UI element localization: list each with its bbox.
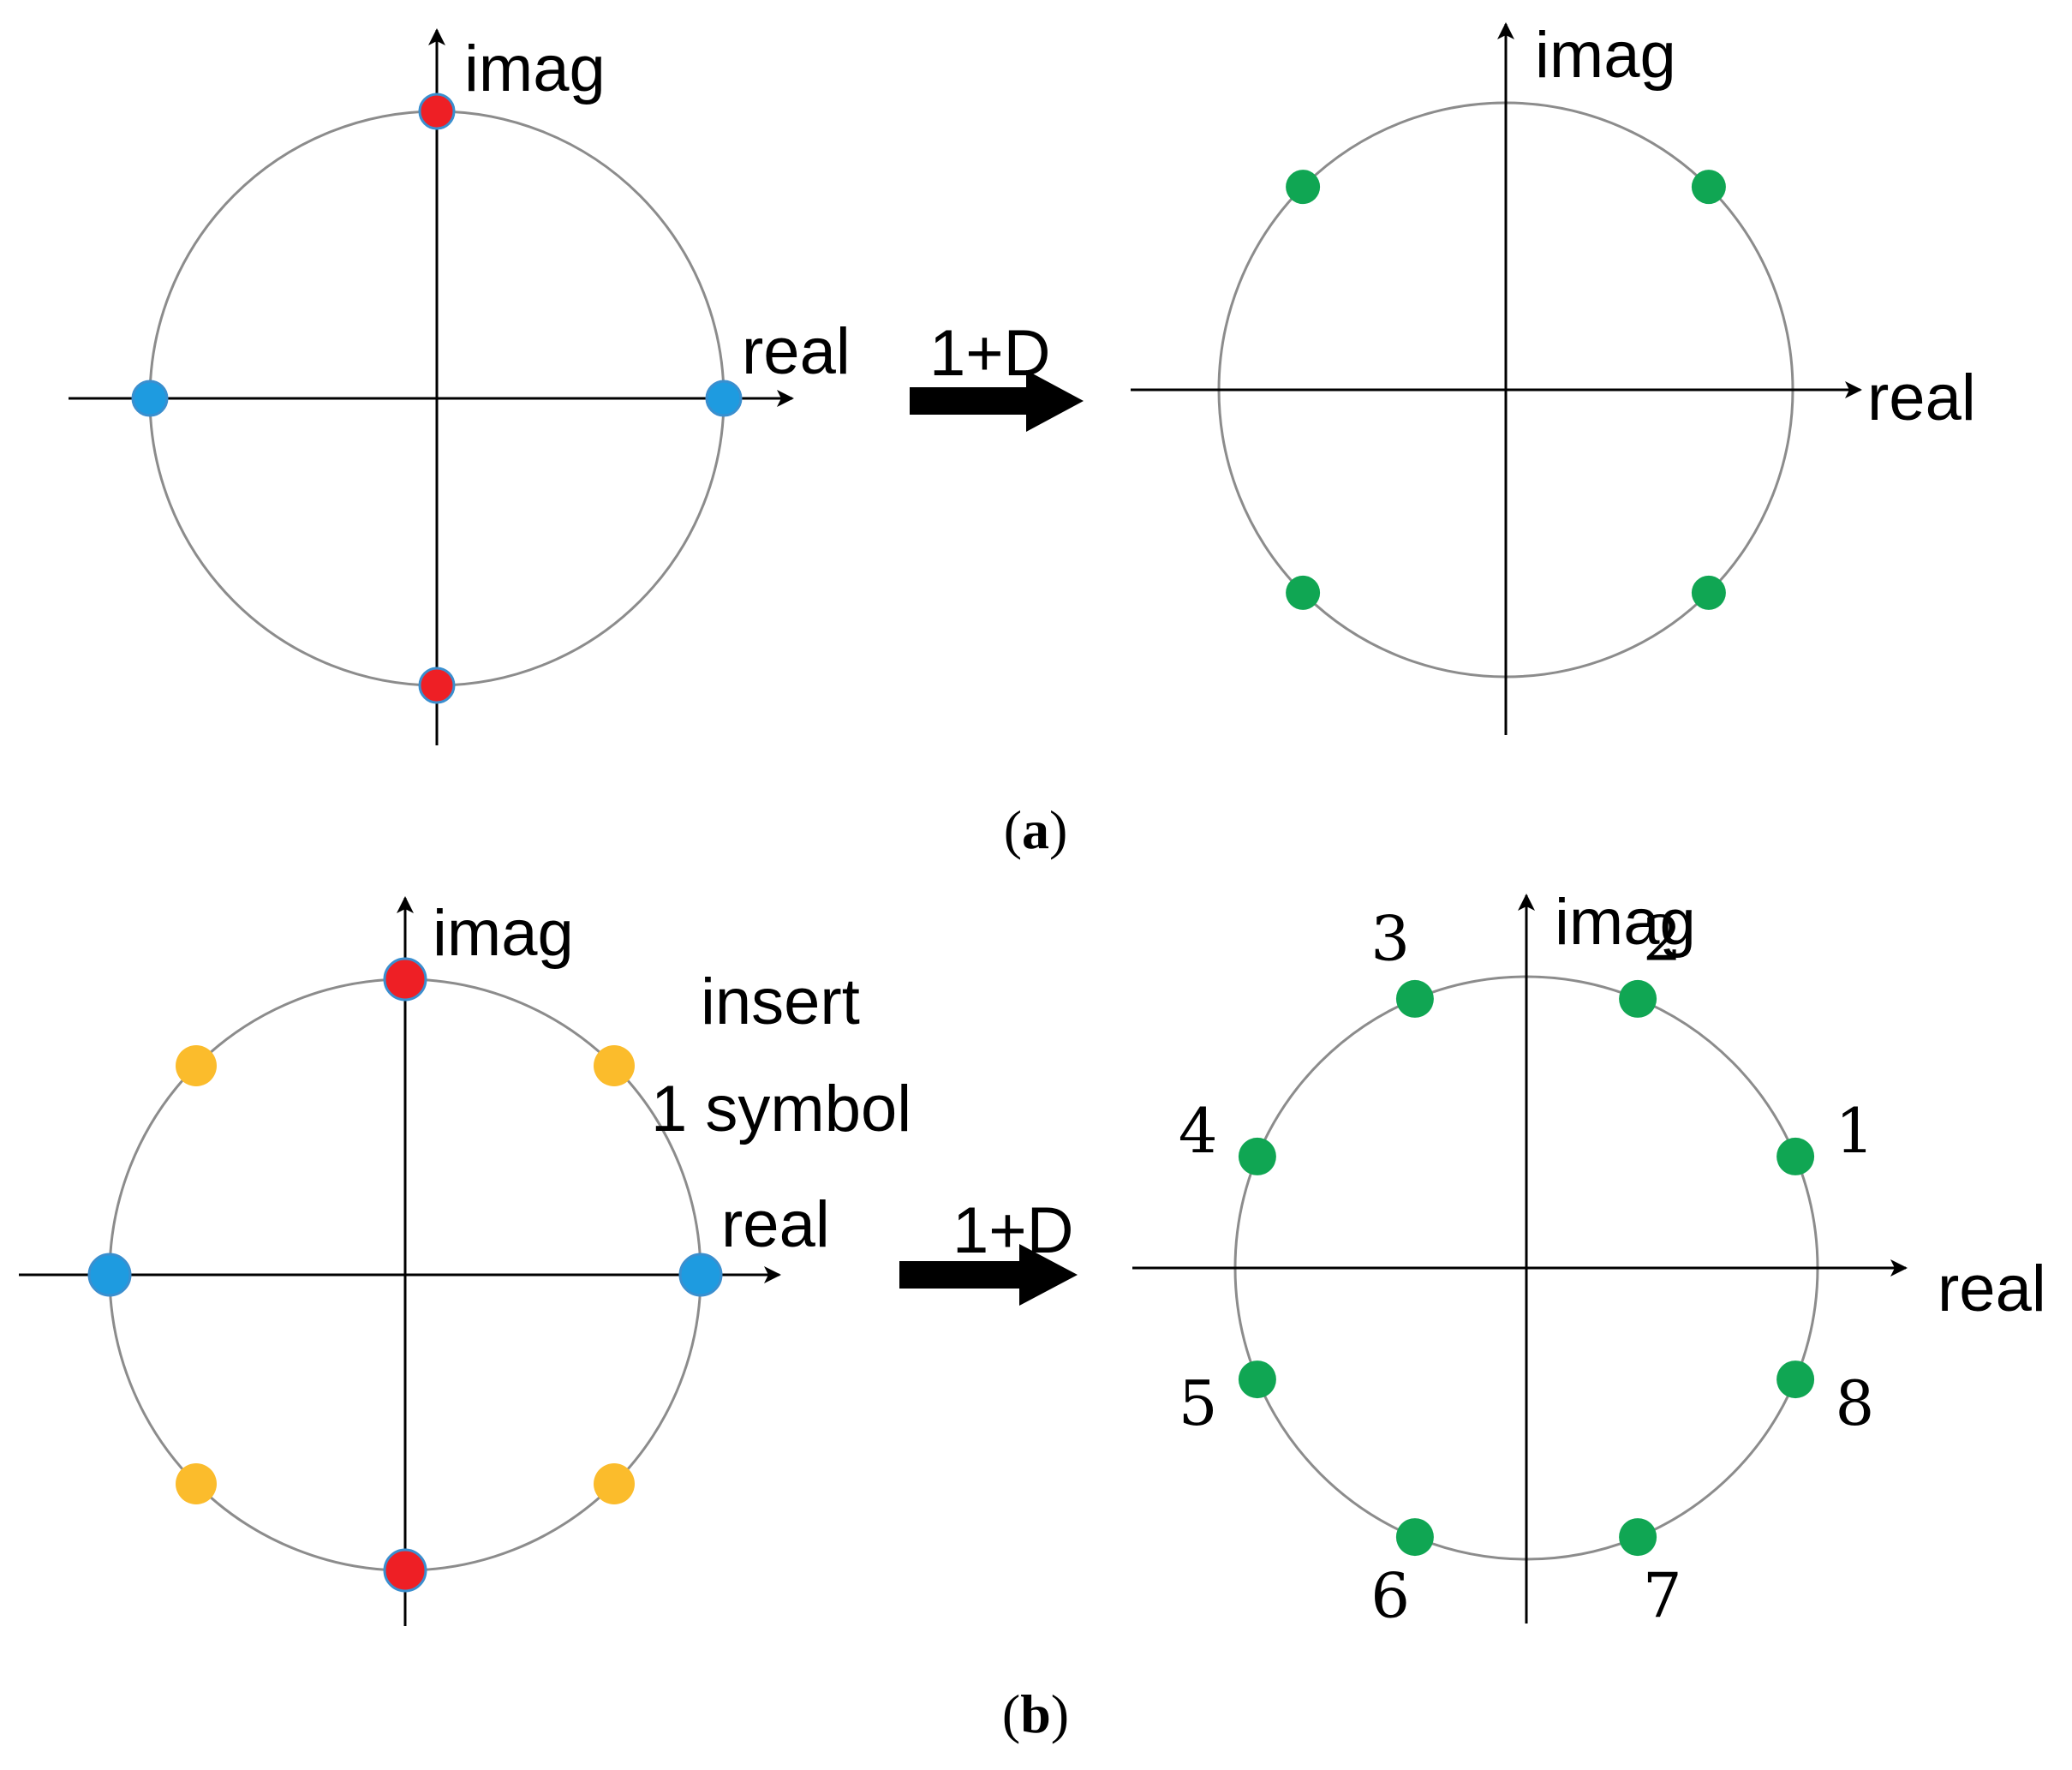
constellation-point-green <box>1691 575 1726 610</box>
imag-label: imag <box>433 897 574 970</box>
insert-label-line1: insert <box>701 966 860 1038</box>
point-number-label: 3 <box>1370 903 1410 975</box>
real-label: real <box>742 315 851 388</box>
constellation-point-blue <box>678 1253 723 1297</box>
point-number-label: 5 <box>1179 1367 1218 1439</box>
real-label: real <box>721 1188 830 1261</box>
point-number-label: 2 <box>1643 903 1682 975</box>
constellation-point-green <box>1619 979 1657 1018</box>
transform-arrow-a: 1+D <box>910 317 1084 432</box>
constellation-points <box>131 93 743 704</box>
constellation-point-green <box>1776 1137 1815 1175</box>
constellation-point-red <box>418 93 456 130</box>
point-number-label: 7 <box>1643 1559 1682 1631</box>
constellation-points <box>87 957 723 1593</box>
panel-a-left: imag real <box>69 28 851 745</box>
real-label: real <box>1938 1253 2046 1325</box>
constellation-point-yellow <box>594 1463 635 1504</box>
point-number-label: 1 <box>1835 1095 1874 1167</box>
caption-a: (a) <box>1004 799 1068 860</box>
constellation-point-green <box>1286 170 1321 205</box>
imag-label: imag <box>1555 886 1696 959</box>
constellation-points: 1 2 3 4 5 6 7 8 <box>1179 903 1875 1632</box>
panel-a-right: imag real <box>1131 19 1976 735</box>
constellation-points <box>1286 170 1726 610</box>
panel-b-left: imag real insert 1 symbol <box>19 896 911 1626</box>
caption-b: (b) <box>1002 1683 1069 1744</box>
constellation-point-blue <box>131 380 169 417</box>
transform-label: 1+D <box>952 1194 1074 1267</box>
constellation-point-yellow <box>176 1463 217 1504</box>
point-number-label: 8 <box>1835 1367 1874 1439</box>
thick-arrow-icon <box>899 1244 1078 1306</box>
constellation-point-yellow <box>594 1045 635 1086</box>
real-label: real <box>1867 362 1976 434</box>
constellation-point-yellow <box>176 1045 217 1086</box>
constellation-point-red <box>383 957 427 1002</box>
constellation-point-blue <box>705 380 743 417</box>
point-number-label: 4 <box>1179 1095 1218 1167</box>
panel-b-right: imag real 1 2 3 4 5 6 7 8 <box>1132 886 2046 1631</box>
imag-label: imag <box>1535 19 1676 92</box>
constellation-point-green <box>1691 170 1726 205</box>
constellation-point-green <box>1776 1360 1815 1399</box>
insert-label-line2: 1 symbol <box>651 1073 911 1145</box>
constellation-point-red <box>383 1548 427 1593</box>
constellation-point-green <box>1286 575 1321 610</box>
point-number-label: 6 <box>1370 1559 1410 1631</box>
constellation-point-red <box>418 667 456 704</box>
thick-arrow-icon <box>910 370 1084 432</box>
constellation-point-green <box>1238 1137 1276 1175</box>
transform-arrow-b: 1+D <box>899 1194 1078 1306</box>
constellation-point-green <box>1395 979 1434 1018</box>
constellation-point-green <box>1395 1518 1434 1557</box>
constellation-point-blue <box>87 1253 132 1297</box>
imag-label: imag <box>464 33 606 105</box>
constellation-point-green <box>1619 1518 1657 1557</box>
constellation-point-green <box>1238 1360 1276 1399</box>
